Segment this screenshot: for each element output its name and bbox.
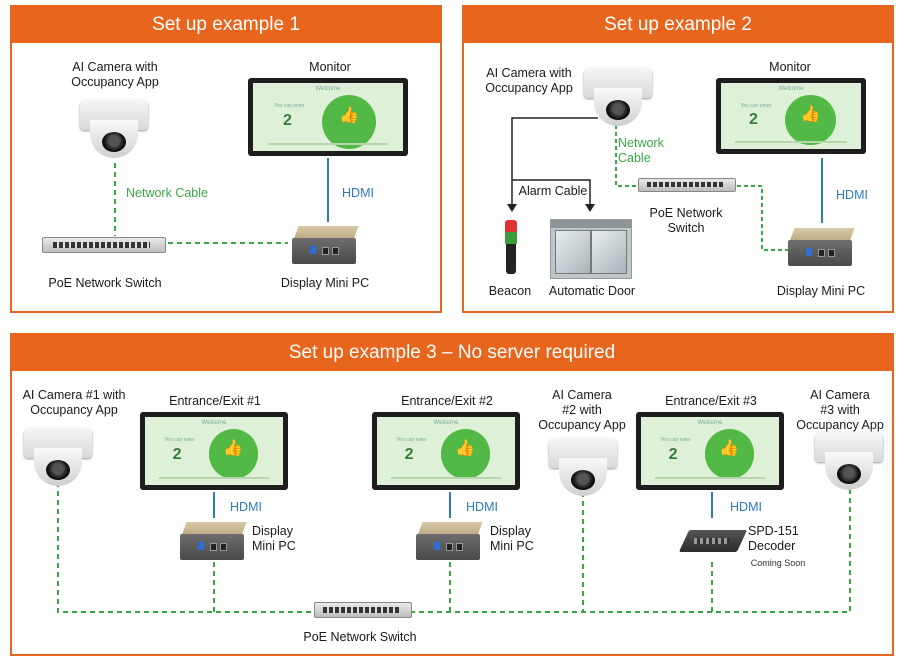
thumbs-up-icon: 👍 (800, 105, 821, 123)
setup-example-3-panel: Set up example 3 – No server required (10, 333, 894, 656)
thumbs-up-icon: 👍 (455, 440, 476, 458)
entrance-3-label: Entrance/Exit #3 (665, 394, 757, 408)
hdmi-label: HDMI (342, 186, 374, 200)
network-cable-label: Network Cable (618, 136, 664, 165)
panel-title: Set up example 2 (464, 7, 892, 43)
monitor-icon: Welcome You can enter 2 👍 (248, 78, 408, 156)
panel-title: Set up example 3 – No server required (12, 335, 892, 371)
coming-soon-label: Coming Soon (750, 558, 806, 568)
hdmi-label: HDMI (230, 500, 262, 514)
dome-camera-icon (24, 428, 92, 486)
poe-switch-icon (42, 237, 166, 253)
decoder-icon (678, 524, 748, 556)
camera-label: AI Camera with Occupancy App (485, 66, 573, 95)
camera-label: AI Camera with Occupancy App (71, 60, 159, 89)
minipc-label: Display Mini PC (776, 284, 866, 298)
monitor-icon: Welcome You can enter 2 👍 (140, 412, 288, 490)
hdmi-label: HDMI (730, 500, 762, 514)
arrow-head (585, 204, 595, 212)
thumbs-up-icon: 👍 (223, 440, 244, 458)
beacon-icon (503, 220, 519, 274)
network-cable-line (737, 185, 788, 251)
thumbs-up-icon: 👍 (339, 106, 359, 124)
poe-switch-icon (638, 178, 736, 192)
monitor-icon: Welcome You can enter 2 👍 (636, 412, 784, 490)
monitor-screen: Welcome You can enter 2 👍 (253, 83, 403, 151)
switch-label: PoE Network Switch (649, 206, 723, 235)
minipc-label: Display Mini PC (280, 276, 370, 290)
entrance-2-label: Entrance/Exit #2 (401, 394, 493, 408)
mini-pc-icon (416, 522, 484, 562)
beacon-label: Beacon (488, 284, 532, 298)
setup-example-1-panel: Set up example 1 (10, 5, 442, 313)
camera-3-label: AI Camera #3 with Occupancy App (796, 388, 884, 432)
hdmi-label: HDMI (836, 188, 868, 202)
alarm-cable-line (511, 117, 598, 205)
monitor-screen: Welcome You can enter 2 👍 (721, 83, 861, 149)
hdmi-label: HDMI (466, 500, 498, 514)
door-label: Automatic Door (548, 284, 636, 298)
dome-camera-icon (584, 68, 652, 126)
panel-title: Set up example 1 (12, 7, 440, 43)
arrow-head (507, 204, 517, 212)
monitor-screen: Welcome You can enter 2 👍 (145, 417, 283, 485)
network-cable-line (57, 482, 315, 613)
mini-pc-icon (180, 522, 248, 562)
monitor-screen: Welcome You can enter 2 👍 (641, 417, 779, 485)
monitor-icon: Welcome You can enter 2 👍 (372, 412, 520, 490)
minipc-2-label: Display Mini PC (490, 524, 534, 553)
entrance-1-label: Entrance/Exit #1 (169, 394, 261, 408)
network-cable-line (410, 488, 851, 613)
camera-1-label: AI Camera #1 with Occupancy App (22, 388, 126, 417)
monitor-screen: Welcome You can enter 2 👍 (377, 417, 515, 485)
monitor-label: Monitor (309, 60, 351, 74)
poe-switch-icon (314, 602, 412, 618)
switch-label: PoE Network Switch (48, 276, 162, 290)
switch-label: PoE Network Switch (303, 630, 417, 644)
dome-camera-icon (549, 438, 617, 496)
alarm-cable-line (512, 179, 591, 205)
network-cable-label: Network Cable (126, 186, 208, 200)
monitor-label: Monitor (769, 60, 811, 74)
thumbs-up-icon: 👍 (719, 440, 740, 458)
alarm-cable-label: Alarm Cable (518, 184, 588, 198)
monitor-icon: Welcome You can enter 2 👍 (716, 78, 866, 154)
dome-camera-icon (80, 100, 148, 158)
automatic-door-icon (550, 219, 632, 279)
dome-camera-icon (815, 432, 883, 490)
camera-2-label: AI Camera #2 with Occupancy App (538, 388, 626, 432)
decoder-label: SPD-151 Decoder (748, 524, 799, 553)
minipc-1-label: Display Mini PC (252, 524, 296, 553)
mini-pc-icon (788, 228, 856, 268)
mini-pc-icon (292, 226, 360, 266)
